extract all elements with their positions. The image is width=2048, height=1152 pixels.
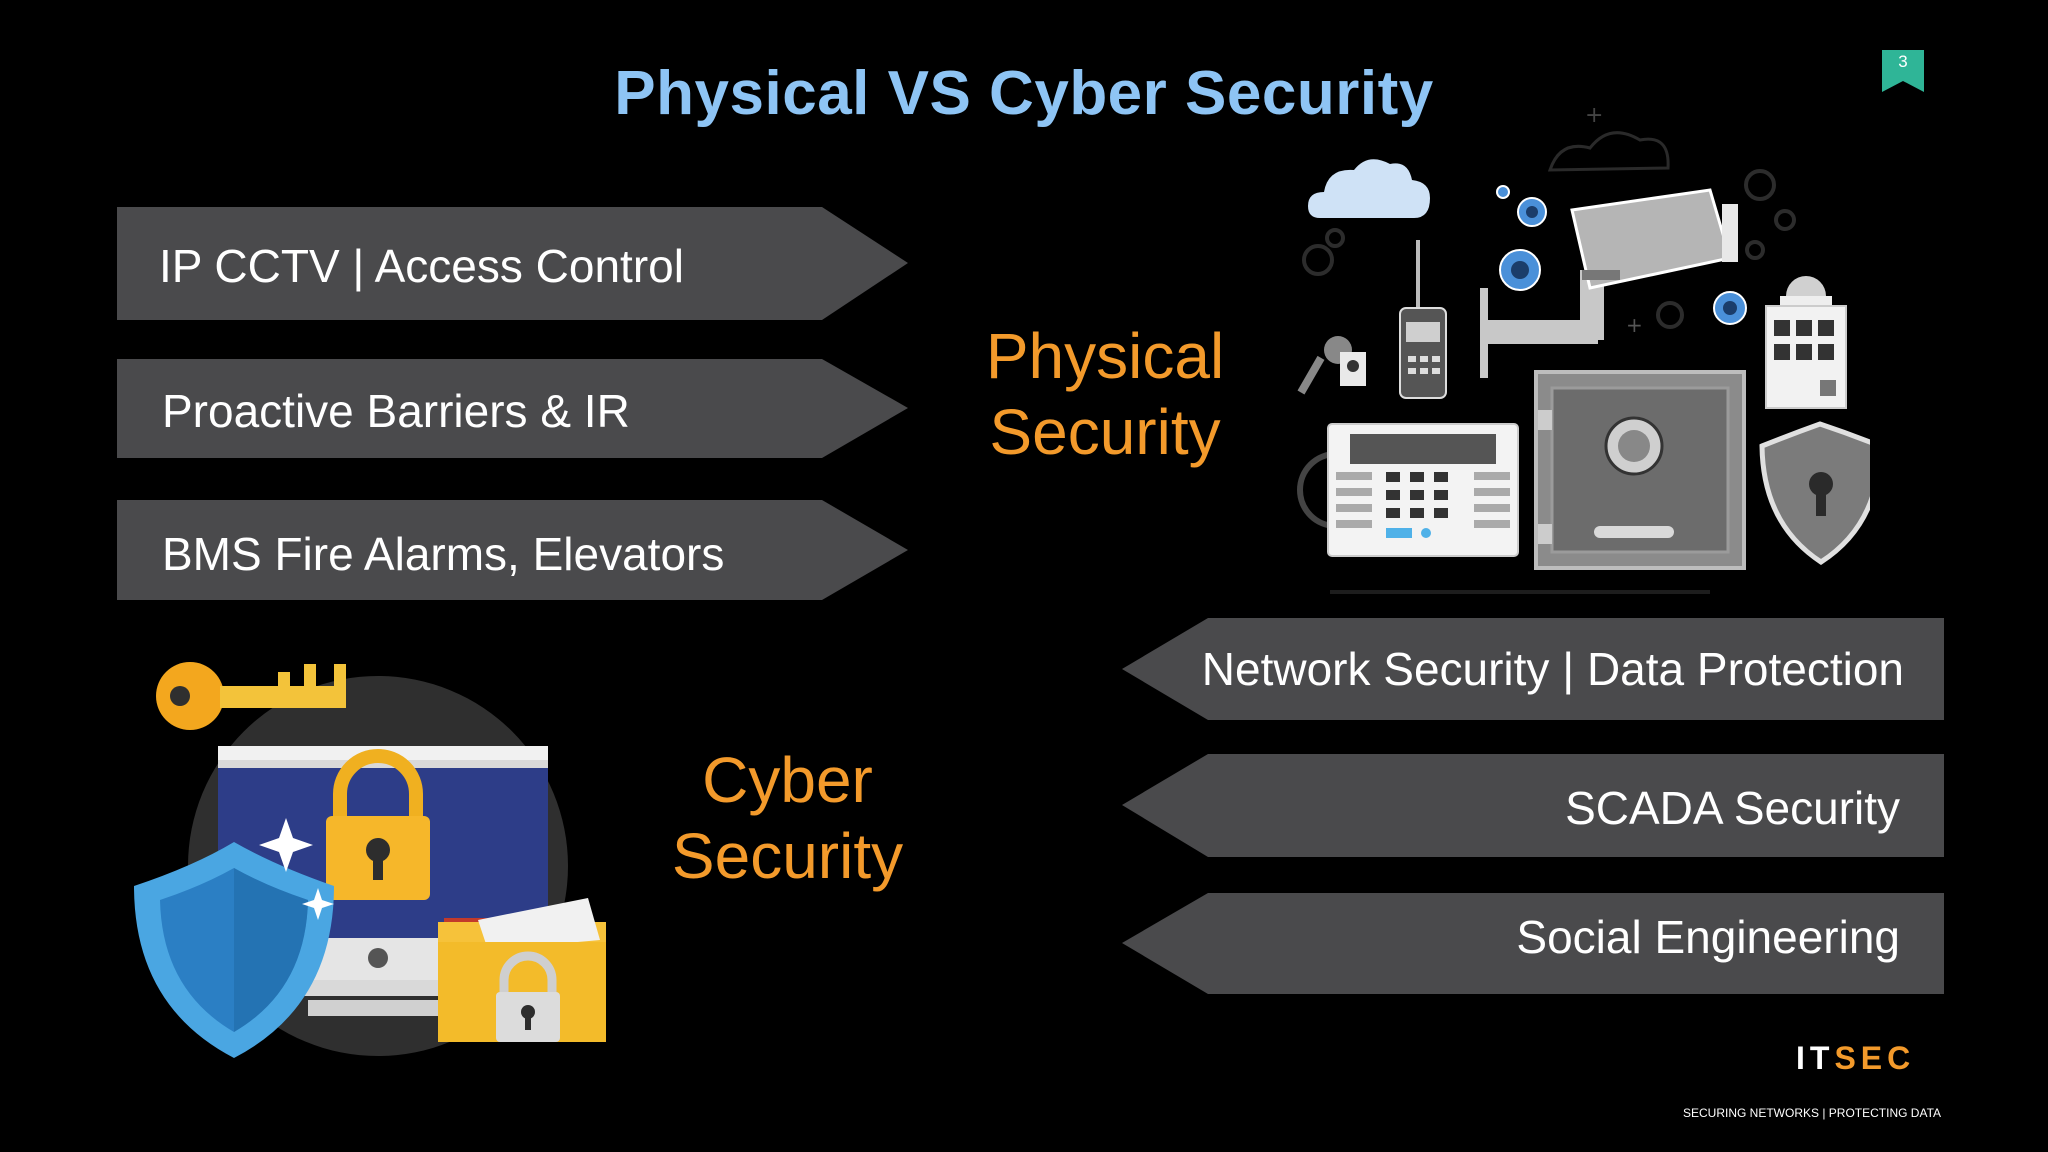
cyber-item-label: Network Security | Data Protection	[1201, 643, 1904, 695]
cyber-heading-line1: Cyber	[702, 744, 873, 816]
svg-text:+: +	[1626, 313, 1643, 337]
logo-sec-text: SEC	[1834, 1040, 1916, 1076]
physical-item-label: IP CCTV | Access Control	[159, 240, 684, 292]
physical-item-bms: BMS Fire Alarms, Elevators	[117, 500, 908, 600]
physical-item-cctv: IP CCTV | Access Control	[117, 207, 908, 320]
physical-item-label: Proactive Barriers & IR	[162, 385, 630, 437]
cyber-heading-line2: Security	[671, 820, 904, 892]
cyber-item-scada: SCADA Security	[1122, 754, 1944, 857]
security-devices-illustration: + +	[1297, 103, 1870, 594]
physical-heading-line1: Physical	[985, 320, 1225, 392]
physical-heading-line2: Security	[989, 396, 1221, 468]
slide-number: 3	[1898, 52, 1908, 71]
cyber-security-illustration	[134, 662, 606, 1058]
cyber-item-network: Network Security | Data Protection	[1122, 618, 1944, 720]
physical-item-barriers: Proactive Barriers & IR	[117, 359, 908, 458]
physical-item-label: BMS Fire Alarms, Elevators	[162, 528, 725, 580]
cyber-security-heading: Cyber Security	[650, 742, 925, 894]
svg-text:+: +	[1585, 103, 1603, 128]
physical-security-heading: Physical Security	[960, 318, 1250, 470]
itsec-logo: ITSEC	[1796, 1040, 1915, 1077]
cyber-item-social: Social Engineering	[1122, 893, 1944, 994]
footer-tagline: SECURING NETWORKS | PROTECTING DATA	[1683, 1106, 1942, 1120]
slide-title: Physical VS Cyber Security	[614, 59, 1434, 128]
logo-it-text: IT	[1796, 1040, 1835, 1076]
cyber-item-label: SCADA Security	[1565, 782, 1900, 834]
cyber-item-label: Social Engineering	[1516, 911, 1900, 963]
bookmark-icon	[1882, 50, 1924, 92]
